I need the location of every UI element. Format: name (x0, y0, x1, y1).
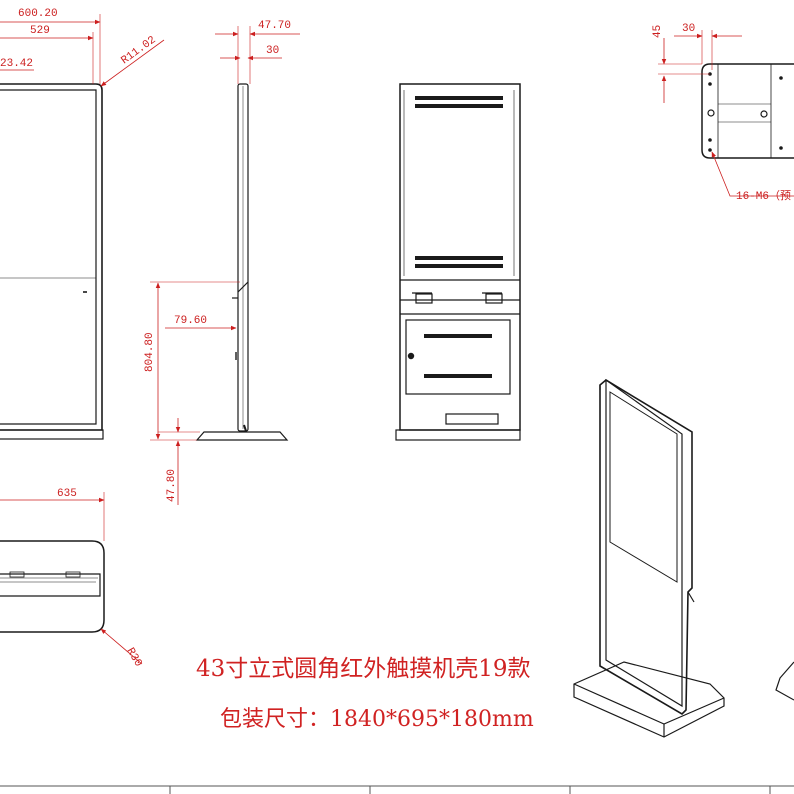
dim-mount-vertical-label: 45 (652, 25, 664, 38)
side-view-dimensions: 47.70 30 804.80 79.60 47.80 (144, 20, 300, 505)
dim-offset-label: 23.42 (0, 58, 33, 70)
front-view-dimensions: 600.20 529 23.42 R11.02 (0, 8, 165, 87)
rear-vents (415, 96, 503, 378)
rear-view (395, 83, 521, 441)
dim-mount-horizontal-label: 30 (682, 23, 695, 35)
drawing-title: 43寸立式圆角红外触摸机壳19款 (196, 656, 531, 682)
dim-depth-top-label: 47.70 (258, 20, 291, 32)
dim-corner-radius-label: R11.02 (119, 34, 158, 67)
dim-base-height-label: 47.80 (166, 469, 178, 502)
title-block-border (0, 785, 794, 794)
package-size-label: 包装尺寸：1840*695*180mm (220, 707, 534, 732)
side-view (195, 83, 289, 441)
dim-width-total-label: 600.20 (18, 8, 58, 20)
base-top-view (0, 540, 105, 633)
dim-width-inner-label: 529 (30, 25, 50, 37)
hole-callout-label: 16-M6（预 (736, 189, 791, 203)
base-top-dimensions: 635 R30 (0, 488, 144, 669)
isometric-view (573, 378, 725, 738)
rear-mount-dimensions: 45 30 16-M6（预 (652, 23, 794, 203)
rear-mount-detail (701, 63, 794, 159)
dim-height-lower-label: 804.80 (144, 332, 156, 372)
dim-base-radius-label: R30 (124, 646, 144, 669)
isometric-view-partial (775, 661, 794, 701)
front-view (0, 83, 104, 440)
dim-depth-panel-label: 30 (266, 45, 279, 57)
dim-base-width-label: 635 (57, 488, 77, 500)
dim-offset-side-label: 79.60 (174, 315, 207, 327)
